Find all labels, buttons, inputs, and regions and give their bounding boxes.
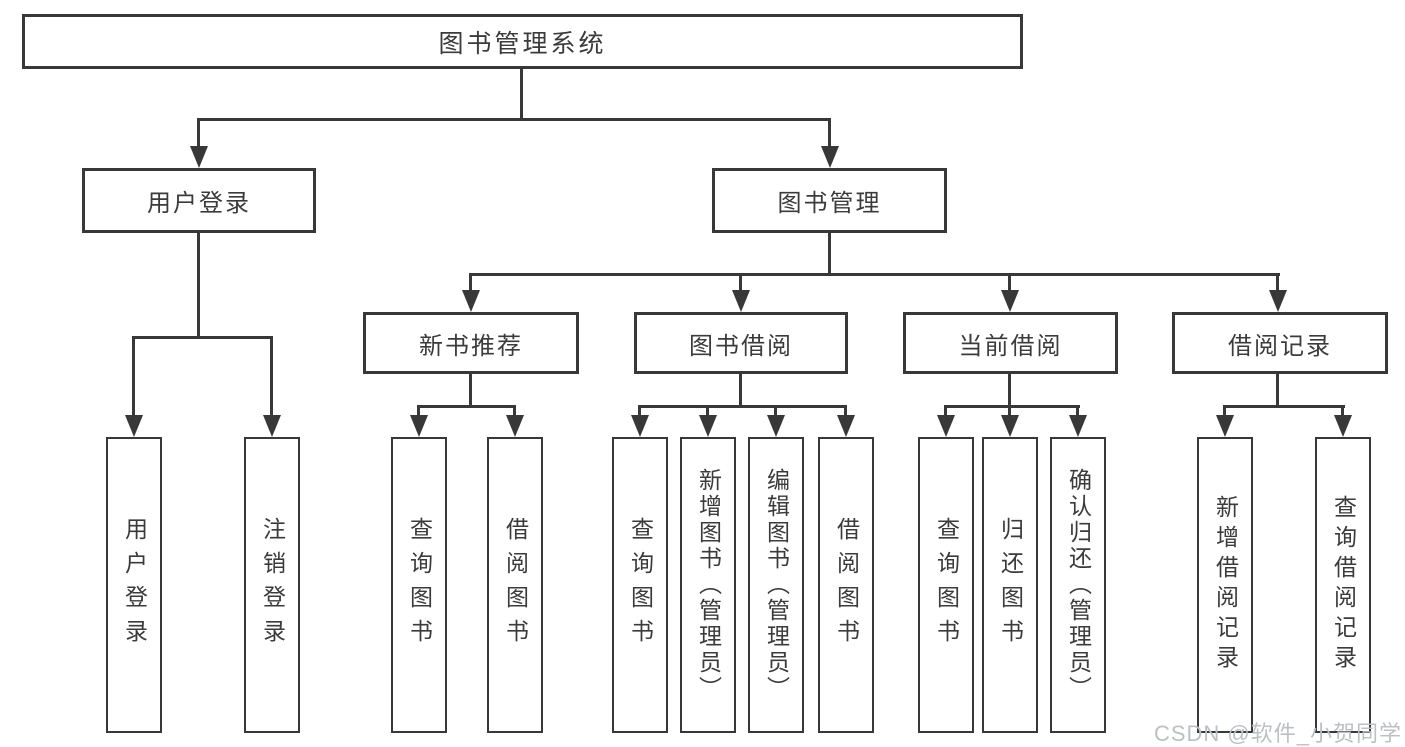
leaf-label: 新增图书（管理员） (695, 468, 722, 702)
connector-stub (739, 273, 742, 294)
leaf-borrow-books: 借阅图书 (818, 437, 874, 733)
connector-stub (270, 336, 273, 419)
connector-new-books-bar (417, 405, 516, 408)
connector-stub (1008, 273, 1011, 294)
connector-book-borrow-down (739, 374, 742, 408)
connector-stub (844, 405, 847, 419)
leaf-user-login: 用户登录 (106, 437, 162, 733)
arrow-down-icon (631, 415, 649, 437)
leaf-query-books-recommend: 查询图书 (391, 437, 447, 733)
node-current-borrowing: 当前借阅 (903, 312, 1118, 374)
arrow-down-icon (1001, 415, 1019, 437)
leaf-label: 注销登录 (259, 517, 286, 653)
node-new-book-recommendation: 新书推荐 (363, 312, 579, 374)
arrow-down-icon (506, 415, 524, 437)
leaf-add-borrow-record: 新增借阅记录 (1197, 437, 1253, 733)
watermark: CSDN @软件_小贺同学 (1153, 721, 1402, 746)
connector-to-book-management (828, 118, 831, 152)
connector-stub (1341, 405, 1344, 419)
connector-stub (417, 405, 420, 419)
arrow-down-icon (767, 415, 785, 437)
arrow-down-icon (462, 290, 480, 312)
connector-stub (706, 405, 709, 419)
connector-stub (1008, 405, 1011, 419)
arrow-down-icon (732, 290, 750, 312)
connector-to-user-login (197, 118, 200, 152)
leaf-label: 编辑图书（管理员） (763, 468, 790, 702)
node-book-borrowing: 图书借阅 (634, 312, 848, 374)
node-label: 借阅记录 (1228, 332, 1332, 360)
connector-current-borrow-bar (944, 405, 1080, 408)
leaf-label: 新增借阅记录 (1212, 495, 1239, 675)
node-book-management: 图书管理 (712, 168, 947, 233)
connector-level3-bar (469, 273, 1280, 276)
leaf-return-books: 归还图书 (982, 437, 1038, 733)
arrow-down-icon (410, 415, 428, 437)
connector-stub (1223, 405, 1226, 419)
leaf-borrow-books-recommend: 借阅图书 (487, 437, 543, 733)
leaf-label: 借阅图书 (833, 517, 860, 653)
leaf-label: 归还图书 (997, 517, 1024, 653)
node-label: 图书管理系统 (438, 29, 607, 58)
leaf-confirm-return-admin: 确认归还（管理员） (1050, 437, 1106, 733)
leaf-query-borrow-record: 查询借阅记录 (1315, 437, 1371, 733)
connector-level2-bar (197, 118, 831, 121)
arrow-down-icon (699, 415, 717, 437)
connector-current-borrow-down (1008, 374, 1011, 408)
leaf-label: 确认归还（管理员） (1065, 468, 1092, 702)
connector-new-books-down (469, 374, 472, 408)
arrow-down-icon (190, 146, 208, 168)
node-label: 当前借阅 (958, 332, 1063, 360)
leaf-add-books-admin: 新增图书（管理员） (680, 437, 736, 733)
node-label: 图书借阅 (689, 332, 793, 360)
leaf-label: 查询借阅记录 (1330, 495, 1357, 675)
arrow-down-icon (1269, 290, 1287, 312)
leaf-label: 查询图书 (406, 517, 433, 653)
arrow-down-icon (1069, 415, 1087, 437)
connector-stub (1076, 405, 1079, 419)
connector-stub (1276, 273, 1279, 294)
leaf-label: 查询图书 (933, 517, 960, 653)
leaf-query-books-current: 查询图书 (918, 437, 974, 733)
arrow-down-icon (263, 415, 281, 437)
node-borrowing-records: 借阅记录 (1172, 312, 1388, 374)
connector-borrow-records-bar (1223, 405, 1345, 408)
arrow-down-icon (1334, 415, 1352, 437)
arrow-down-icon (125, 415, 143, 437)
connector-stub (774, 405, 777, 419)
connector-user-login-down (197, 233, 200, 339)
leaf-label: 借阅图书 (502, 517, 529, 653)
arrow-down-icon (1001, 290, 1019, 312)
connector-stub (513, 405, 516, 419)
arrow-down-icon (821, 146, 839, 168)
connector-book-borrow-bar (638, 405, 847, 408)
leaf-label: 用户登录 (121, 517, 148, 653)
arrow-down-icon (1216, 415, 1234, 437)
node-library-system: 图书管理系统 (22, 14, 1023, 69)
arrow-down-icon (837, 415, 855, 437)
leaf-label: 查询图书 (627, 517, 654, 653)
connector-stub (638, 405, 641, 419)
arrow-down-icon (937, 415, 955, 437)
leaf-edit-books-admin: 编辑图书（管理员） (748, 437, 804, 733)
connector-stub (469, 273, 472, 294)
node-user-login: 用户登录 (82, 168, 316, 233)
node-label: 新书推荐 (419, 332, 523, 360)
connector-stub (132, 336, 135, 419)
node-label: 用户登录 (147, 190, 251, 217)
connector-book-mgmt-down (828, 233, 831, 276)
leaf-logout: 注销登录 (244, 437, 300, 733)
leaf-query-books-borrow: 查询图书 (612, 437, 668, 733)
connector-user-login-bar (132, 336, 273, 339)
connector-root-down (520, 69, 523, 120)
connector-stub (944, 405, 947, 419)
connector-borrow-records-down (1276, 374, 1279, 408)
node-label: 图书管理 (777, 190, 882, 217)
